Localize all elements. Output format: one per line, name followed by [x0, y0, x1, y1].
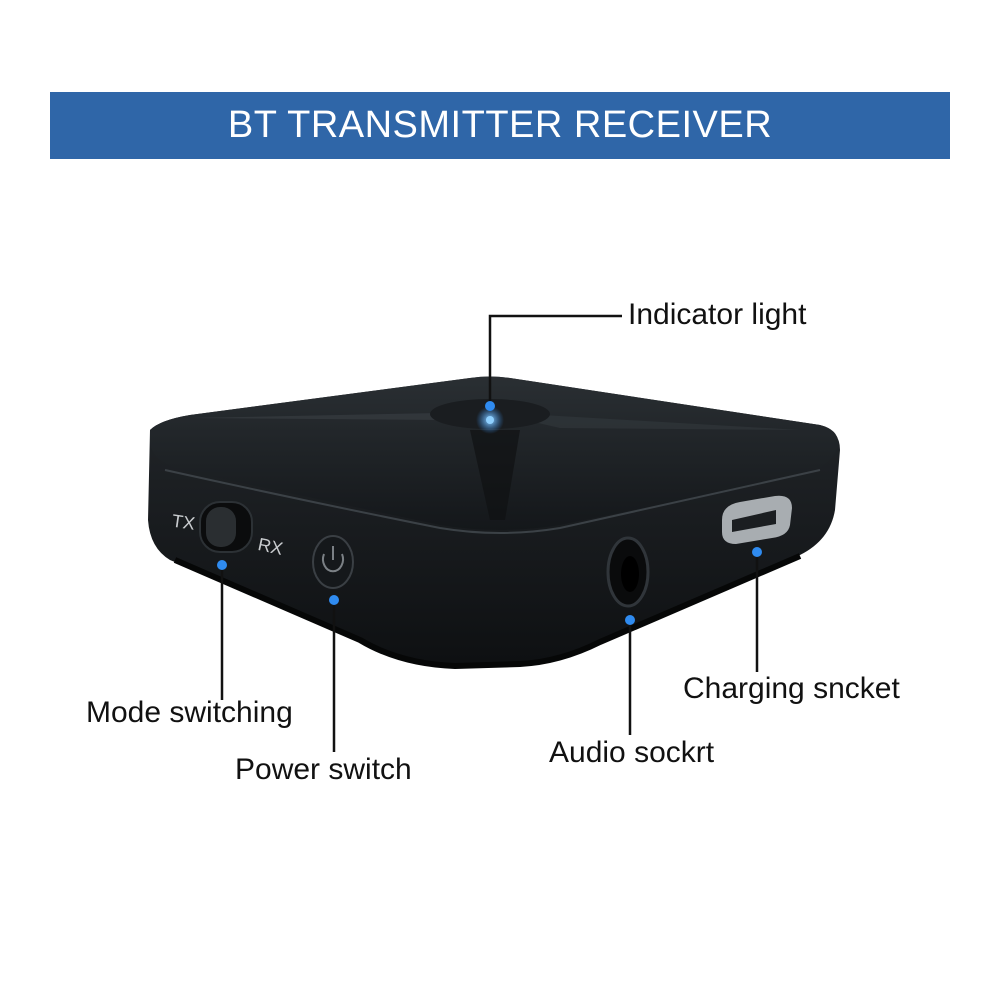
mode-switch[interactable] [199, 501, 253, 553]
marker-audio [625, 615, 635, 625]
callout-lines [220, 314, 759, 752]
banner-title: BT TRANSMITTER RECEIVER [227, 104, 773, 146]
marker-mode [217, 560, 227, 570]
switch-label-tx: TX [171, 511, 197, 534]
callout-power-switch: Power switch [235, 753, 412, 786]
power-button[interactable] [312, 535, 354, 589]
callout-charging-socket: Charging sncket [683, 672, 900, 705]
callout-markers [217, 401, 762, 625]
title-banner: BT TRANSMITTER RECEIVER [50, 92, 950, 159]
audio-socket [606, 536, 650, 608]
marker-power [329, 595, 339, 605]
device-body [148, 376, 840, 670]
callout-audio-socket: Audio sockrt [549, 736, 715, 769]
callout-indicator-light: Indicator light [628, 298, 807, 331]
marker-charging [752, 547, 762, 557]
marker-indicator [485, 401, 495, 411]
callout-mode-switching: Mode switching [86, 696, 293, 729]
charging-socket [722, 495, 792, 544]
